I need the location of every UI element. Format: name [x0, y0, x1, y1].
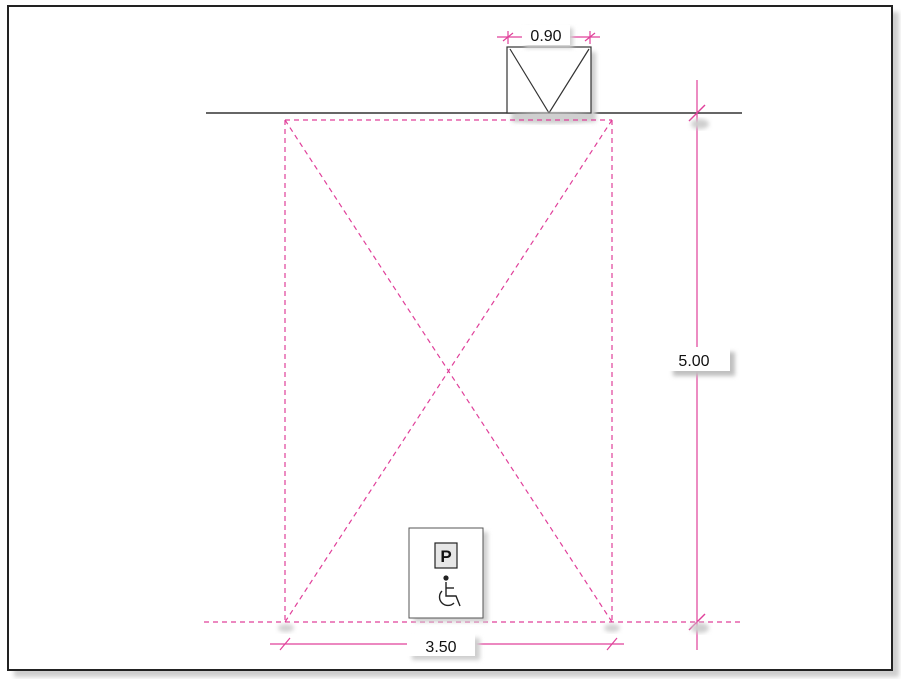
door-width-dimension: 0.90 — [497, 25, 600, 48]
stall-length-label: 5.00 — [678, 353, 709, 370]
width-label-box — [407, 634, 475, 656]
door-width-label: 0.90 — [530, 28, 561, 45]
wall-shadow — [512, 113, 592, 123]
stall-length-dimension: 5.00 — [668, 80, 735, 650]
accessible-parking-sign: P — [408, 527, 488, 622]
parking-letter-box — [434, 542, 458, 569]
length-label-box — [668, 347, 730, 371]
sign-plate — [408, 527, 484, 619]
length-tick-top — [688, 104, 706, 122]
width-tick-left — [279, 637, 291, 651]
width-tick-right — [606, 637, 618, 651]
door-symbol — [506, 46, 596, 122]
door-dimension-label-box — [522, 25, 570, 45]
door-box — [506, 46, 592, 114]
parking-letter: P — [440, 547, 451, 566]
stall-width-label: 3.50 — [425, 639, 456, 656]
stall-width-dimension: 3.50 — [270, 624, 624, 660]
wheelchair-icon — [438, 575, 461, 607]
door-swing-mark — [509, 48, 590, 115]
stall-diagonal-b — [284, 119, 613, 623]
parking-stall — [204, 119, 740, 623]
